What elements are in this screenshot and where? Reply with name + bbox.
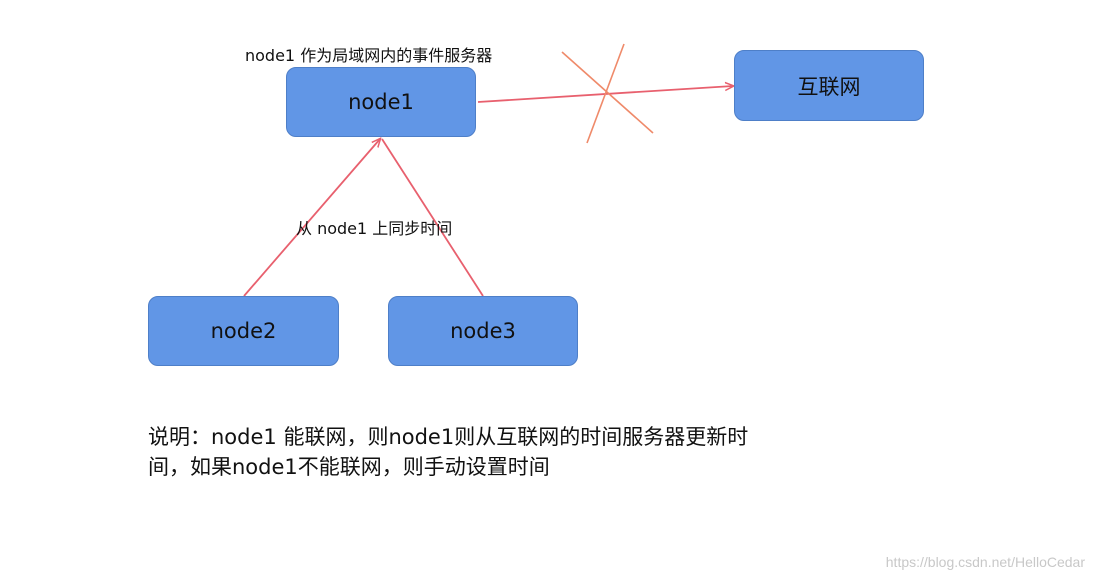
node3-box: node3 (388, 296, 578, 366)
blocked-cross-icon (561, 43, 654, 144)
explanation-line-1: 说明：node1 能联网，则node1则从互联网的时间服务器更新时 (148, 425, 749, 449)
node2-box: node2 (148, 296, 339, 366)
explanation-text: 说明：node1 能联网，则node1则从互联网的时间服务器更新时 间，如果no… (148, 422, 828, 482)
arrow-node2-to-node1 (243, 139, 380, 297)
internet-label: 互联网 (797, 74, 861, 99)
node3-label: node3 (450, 319, 516, 343)
node1-label: node1 (348, 90, 414, 114)
node2-label: node2 (210, 319, 277, 343)
internet-box: 互联网 (734, 50, 924, 121)
explanation-line-2: 间，如果node1不能联网，则手动设置时间 (148, 455, 550, 479)
arrow-node3-to-node1 (381, 138, 484, 297)
node1-box: node1 (286, 67, 476, 137)
watermark: https://blog.csdn.net/HelloCedar (885, 554, 1085, 570)
node1-caption: node1 作为局域网内的事件服务器 (245, 46, 493, 65)
sync-label: 从 node1 上同步时间 (296, 219, 453, 238)
